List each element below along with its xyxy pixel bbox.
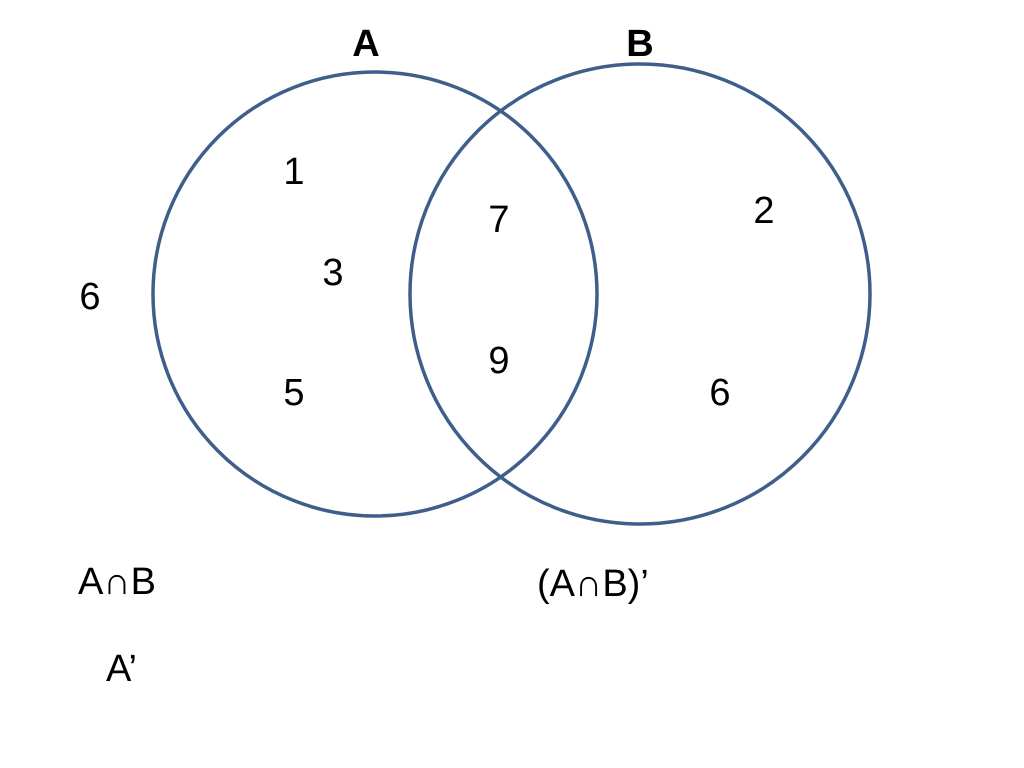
element-only-a: 1 bbox=[283, 151, 305, 193]
element-only-a: 5 bbox=[283, 372, 305, 414]
expression-complement-intersection: (A∩B)’ bbox=[537, 563, 649, 605]
element-only-a: 3 bbox=[322, 252, 344, 294]
set-b-circle bbox=[408, 62, 872, 526]
expression-complement-a: A’ bbox=[106, 648, 137, 690]
expression-intersection: A∩B bbox=[78, 561, 157, 603]
set-a-label: A bbox=[352, 23, 380, 65]
set-a-circle bbox=[151, 70, 599, 518]
element-a-and-b: 9 bbox=[488, 340, 510, 382]
element-only-b: 6 bbox=[709, 372, 731, 414]
element-a-and-b: 7 bbox=[488, 199, 510, 241]
set-b-label: B bbox=[626, 23, 654, 65]
element-outside: 6 bbox=[79, 276, 101, 318]
element-only-b: 2 bbox=[753, 190, 775, 232]
